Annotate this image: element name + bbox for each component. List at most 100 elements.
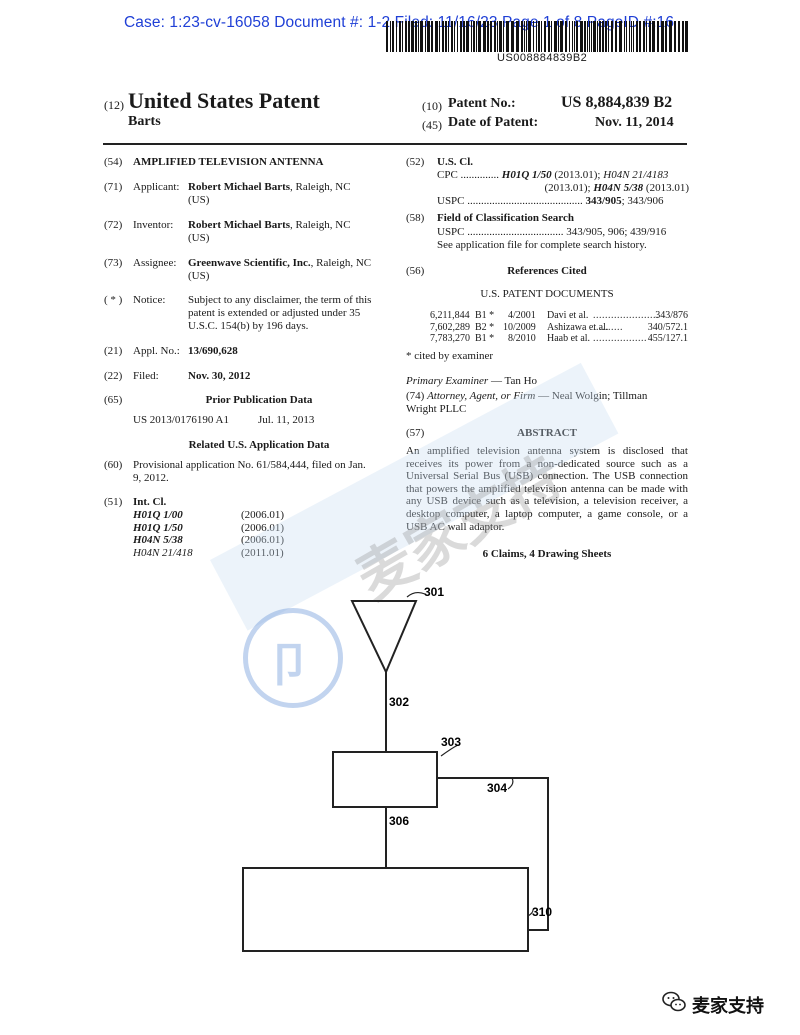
barcode-bar: [442, 21, 444, 52]
ref-row: 7,783,270 B1 * 8/2010 Haab et al. 455/12…: [430, 333, 688, 345]
barcode-bar: [526, 21, 527, 52]
barcode-bar: [548, 21, 550, 52]
int-cl-version: (2006.01): [241, 534, 285, 546]
ref-number: 6,211,844: [430, 310, 470, 321]
barcode-bar: [448, 21, 449, 52]
barcode-bar: [506, 21, 509, 52]
barcode-bar: [494, 21, 496, 52]
claims-sheets: 6 Claims, 4 Drawing Sheets: [482, 548, 612, 560]
barcode-bar: [611, 21, 613, 52]
refs-table: 6,211,844 B1 * 4/2001 Davi et al. 343/87…: [430, 310, 688, 345]
barcode-number: US008884839B2: [497, 52, 588, 64]
int-cl-version: (2006.01): [241, 509, 285, 521]
ref-dot-leader: ..........: [593, 321, 623, 333]
barcode-bar: [392, 21, 394, 52]
field-code-65: (65): [104, 394, 123, 406]
ref-class: 455/127.1: [647, 333, 688, 344]
barcode-bar: [411, 21, 414, 52]
label-301: 301: [424, 585, 444, 599]
int-cl-version: (2006.01): [241, 521, 285, 534]
barcode-bar: [487, 21, 489, 52]
barcode-bar: [619, 21, 622, 52]
barcode-bar: [454, 21, 455, 52]
ref-class: 340/572.1: [647, 321, 688, 333]
cpc-block: CPC .............. H01Q 1/50 (2013.01); …: [437, 169, 689, 208]
primary-examiner: Primary Examiner — Tan Ho: [406, 375, 537, 388]
filed-label: Filed:: [133, 370, 159, 382]
appl-no-label: Appl. No.:: [133, 345, 180, 357]
attorney-line: Wright PLLC: [406, 403, 467, 415]
cpc-dots: ..............: [460, 169, 500, 181]
field-code-21: (21): [104, 345, 123, 357]
barcode-bar: [396, 21, 397, 52]
ref-kind: B2 *: [475, 321, 495, 333]
cpc-version: (2013.01);: [544, 182, 594, 194]
date-label: Date of Patent:: [448, 115, 539, 130]
field-code-54: (54): [104, 156, 123, 168]
barcode-bar: [602, 21, 604, 52]
leader-301: [406, 591, 426, 598]
applicant-country: (US): [188, 194, 210, 206]
barcode-bar: [589, 21, 590, 52]
barcode-bar: [435, 21, 438, 52]
uspc-dots: ........................................…: [467, 195, 583, 207]
field-class-value: 343/905, 906; 439/916: [566, 226, 667, 238]
label-303: 303: [441, 735, 461, 749]
examiner-dash: —: [488, 375, 505, 387]
related-line: 9, 2012.: [133, 472, 169, 484]
field-class-note: See application file for complete search…: [437, 239, 647, 251]
abstract-line: any USB device such as a television, a t…: [406, 495, 688, 508]
box-310: [242, 867, 529, 952]
barcode-bar: [473, 21, 475, 52]
cpc-label: CPC: [437, 169, 458, 181]
barcode-bar: [457, 21, 458, 52]
barcode-bar: [599, 21, 601, 52]
field-class-label: Field of Classification Search: [437, 212, 574, 224]
uspc-secondary: ; 343/906: [621, 195, 664, 207]
barcode-bar: [633, 21, 634, 52]
assignee-label: Assignee:: [133, 257, 177, 269]
leader-303: [440, 744, 459, 757]
barcode-bar: [490, 21, 492, 52]
ref-dots: ...................... .......... ......…: [593, 310, 659, 345]
field-class-dots: ...................................: [467, 226, 564, 238]
barcode-bar: [483, 21, 486, 52]
barcode-bar: [652, 21, 655, 52]
watermark-logo: 卩: [243, 608, 343, 708]
ref-date: 8/2010: [508, 333, 536, 344]
int-cl-row: H04N 5/38(2006.01): [133, 534, 393, 547]
barcode-bar: [521, 21, 523, 52]
barcode-bar: [533, 21, 534, 52]
barcode-bar: [415, 21, 417, 52]
ref-kind: B1 *: [475, 333, 495, 344]
notice-line: U.S.C. 154(b) by 196 days.: [188, 320, 309, 332]
notice-line: patent is extended or adjusted under 35: [188, 307, 361, 319]
barcode-bar: [569, 21, 570, 52]
notice-line: Subject to any disclaimer, the term of t…: [188, 294, 372, 306]
attorney-name: Neal Wolgin; Tillman: [551, 390, 648, 402]
cited-by-examiner: * cited by examiner: [406, 350, 494, 362]
field-code-73: (73): [104, 257, 123, 269]
barcode-bar: [516, 21, 519, 52]
ref-dot-leader: ..................: [593, 333, 647, 344]
prior-pub-date: Jul. 11, 2013: [258, 414, 315, 426]
applicant-label: Applicant:: [133, 181, 180, 193]
field-code-notice: ( * ): [104, 294, 123, 306]
leader-310: [527, 909, 534, 917]
ref-name: Davi et al.: [547, 310, 589, 321]
barcode-bar: [605, 21, 607, 52]
barcode-bar: [661, 21, 664, 52]
barcode-bar: [499, 21, 502, 52]
inventor-name: Robert Michael Barts: [188, 219, 291, 231]
barcode-bar: [624, 21, 625, 52]
refs-subheading: U.S. PATENT DOCUMENTS: [480, 288, 614, 300]
doc-title: United States Patent: [128, 88, 320, 113]
barcode-bar: [503, 21, 504, 52]
barcode-bar: [572, 21, 573, 52]
footer-brand: 麦家支持: [692, 996, 764, 1017]
barcode-bar: [390, 21, 391, 52]
barcode-bar: [608, 21, 609, 52]
box-303: [332, 751, 438, 808]
barcode-bar: [678, 21, 680, 52]
